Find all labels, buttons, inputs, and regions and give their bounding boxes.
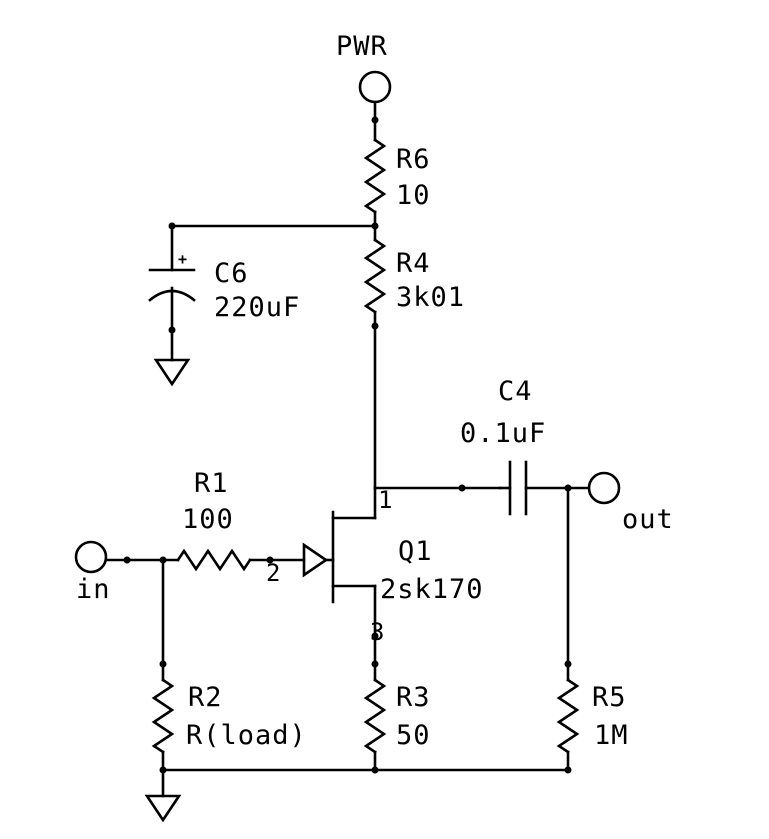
r5-ref: R5 <box>592 682 627 713</box>
input-terminal: in <box>74 540 180 605</box>
q1-value: 2sk170 <box>380 574 484 605</box>
q1-pin-drain: 1 <box>378 486 392 514</box>
gate-arrow-icon <box>302 542 329 578</box>
r2-ref: R2 <box>188 682 223 713</box>
r1-ref: R1 <box>194 468 229 499</box>
c6-ref: C6 <box>214 258 249 289</box>
power-label: PWR <box>336 31 388 62</box>
input-label: in <box>76 574 111 605</box>
resistor-r3: R3 50 <box>363 634 431 774</box>
resistor-r1: R1 100 <box>176 468 306 572</box>
q1-pin-source: 3 <box>370 618 384 646</box>
r6-value: 10 <box>396 180 431 211</box>
r1-value: 100 <box>182 504 234 535</box>
ground-symbol-main <box>144 794 182 823</box>
r5-value: 1M <box>594 720 629 751</box>
r3-ref: R3 <box>396 682 431 713</box>
c4-value: 0.1uF <box>460 418 546 449</box>
power-terminal: PWR <box>336 31 392 124</box>
ground-symbol-c6 <box>153 358 191 387</box>
c6-polarity: + <box>178 250 187 268</box>
q1-pin-gate: 2 <box>266 559 280 587</box>
r4-value: 3k01 <box>396 282 465 313</box>
output-label: out <box>622 504 674 535</box>
resistor-r6: R6 10 <box>363 118 431 228</box>
resistor-r4: R4 3k01 <box>363 224 465 490</box>
r3-value: 50 <box>396 720 431 751</box>
r2-value: R(load) <box>186 720 307 751</box>
transistor-q1: 1 2 3 Q1 2sk170 <box>266 486 484 646</box>
resistor-r5: R5 1M <box>556 486 629 772</box>
r6-ref: R6 <box>396 144 431 175</box>
c4-ref: C4 <box>498 376 533 407</box>
c6-value: 220uF <box>214 292 300 323</box>
r4-ref: R4 <box>396 248 431 279</box>
q1-ref: Q1 <box>398 536 433 567</box>
resistor-r2: R2 R(load) <box>151 558 307 774</box>
capacitor-c6: + C6 220uF <box>148 224 300 362</box>
output-terminal: out <box>587 471 674 535</box>
capacitor-c4: C4 0.1uF <box>460 376 596 516</box>
